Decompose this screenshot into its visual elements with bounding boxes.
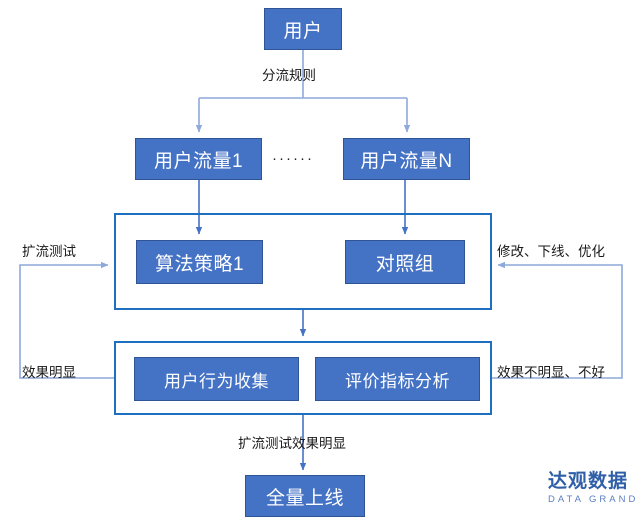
node-control-group[interactable]: 对照组 <box>345 240 465 284</box>
node-user[interactable]: 用户 <box>264 8 342 50</box>
experiment-group-container <box>114 213 492 310</box>
edge-label-effect-obvious: 效果明显 <box>22 365 76 380</box>
node-traffic-n[interactable]: 用户流量N <box>343 138 470 180</box>
brand-logo-cn: 达观数据 <box>548 471 629 492</box>
brand-logo-en: DATA GRAND <box>548 493 639 505</box>
node-metric-analysis[interactable]: 评价指标分析 <box>315 357 480 401</box>
node-full-launch[interactable]: 全量上线 <box>245 475 365 517</box>
edge-label-effect-not-obvious-bad: 效果不明显、不好 <box>497 365 605 380</box>
wire-user-to-split <box>195 50 411 133</box>
edge-label-split-rule: 分流规则 <box>262 68 316 83</box>
wire-right-feedback-loop <box>492 261 623 379</box>
brand-logo: 达观数据 DATA GRAND <box>548 472 638 505</box>
edge-label-modify-offline-optimize: 修改、下线、优化 <box>497 244 605 259</box>
wire-left-feedback-loop <box>19 261 114 379</box>
analysis-group-container <box>114 341 492 415</box>
node-traffic-1[interactable]: 用户流量1 <box>135 138 262 180</box>
node-behavior-collect[interactable]: 用户行为收集 <box>134 357 299 401</box>
node-strategy-1[interactable]: 算法策略1 <box>136 240 263 284</box>
ellipsis-between-traffic-nodes: ······ <box>272 150 314 167</box>
edge-label-expand-test-effect-obvious: 扩流测试效果明显 <box>238 436 346 451</box>
edge-label-expand-test: 扩流测试 <box>22 244 76 259</box>
